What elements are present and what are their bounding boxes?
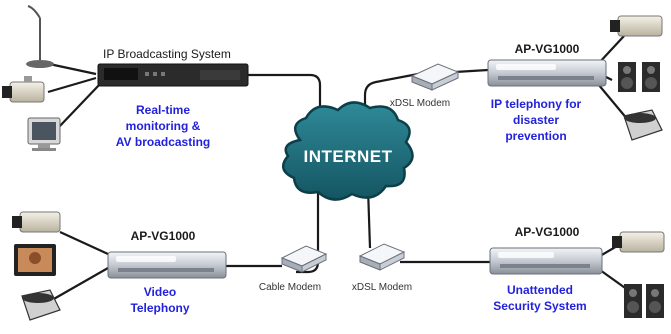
- speaker-icon: [618, 62, 660, 92]
- cable-modem-icon: [280, 245, 328, 273]
- broadcast-unit: [97, 63, 249, 87]
- camera-icon: [12, 211, 61, 233]
- bottom-right-desc-line2: Security System: [493, 299, 586, 313]
- bottom-right-title: AP-VG1000: [515, 225, 580, 239]
- bottom-left-desc-line2: Telephony: [130, 301, 189, 315]
- top-right-desc-line2: disaster: [513, 113, 559, 127]
- top-right-device: [487, 59, 607, 87]
- top-right-desc-line3: prevention: [505, 129, 566, 143]
- top-right-title: AP-VG1000: [515, 42, 580, 56]
- top-right-desc-line1: IP telephony for: [491, 97, 582, 111]
- internet-label: INTERNET: [304, 147, 393, 166]
- line-phone-topright: [597, 83, 629, 121]
- line-internet-to-topright-modem: [363, 72, 419, 140]
- broadcast-desc-line1: Real-time: [136, 103, 190, 117]
- bottom-left-device: [107, 251, 227, 279]
- line-phone-bottomleft: [51, 267, 109, 301]
- camera-icon: [612, 231, 665, 253]
- line-broadcast-to-internet: [245, 73, 322, 140]
- broadcast-desc-line2: monitoring &: [126, 119, 201, 133]
- camera-icon: [2, 76, 45, 103]
- top-right-modem-icon: [410, 63, 460, 91]
- line-camera-left-top: [47, 76, 97, 94]
- line-camera-topright: [597, 35, 625, 65]
- bottom-left-system: AP-VG1000 Video Telephony Cable Modem: [12, 211, 328, 321]
- bottom-right-system: AP-VG1000 xDSL Modem Unattended Security…: [352, 225, 665, 318]
- bottom-right-device: [489, 247, 603, 275]
- monitor-icon: [27, 117, 61, 151]
- broadcast-desc-line3: AV broadcasting: [116, 135, 210, 149]
- line-camera-bottomleft: [59, 231, 109, 255]
- speaker-icon: [624, 284, 664, 318]
- broadcast-system: IP Broadcasting System Real-time monitor…: [2, 5, 249, 151]
- microphone-icon: [26, 5, 54, 68]
- line-speaker-bottomright: [599, 269, 629, 291]
- video-phone-icon: [14, 244, 56, 276]
- cloud-shape: [281, 101, 414, 201]
- bottom-right-modem-icon: [358, 243, 406, 271]
- line-monitor-left: [57, 83, 101, 129]
- camera-icon: [610, 15, 663, 37]
- bottom-right-modem-label: xDSL Modem: [352, 282, 412, 293]
- top-right-modem-label: xDSL Modem: [390, 98, 450, 109]
- phone-icon: [21, 289, 61, 321]
- bottom-left-modem-label: Cable Modem: [259, 282, 321, 293]
- bottom-left-title: AP-VG1000: [131, 229, 196, 243]
- bottom-left-desc-line1: Video: [144, 285, 176, 299]
- internet-cloud: INTERNET: [281, 101, 414, 201]
- phone-icon: [623, 109, 663, 141]
- line-topright-modem-to-device: [454, 68, 489, 74]
- top-right-system: AP-VG1000 xDSL Modem IP telephony for di…: [390, 15, 663, 143]
- bottom-right-desc-line1: Unattended: [507, 283, 573, 297]
- broadcast-title: IP Broadcasting System: [103, 47, 231, 61]
